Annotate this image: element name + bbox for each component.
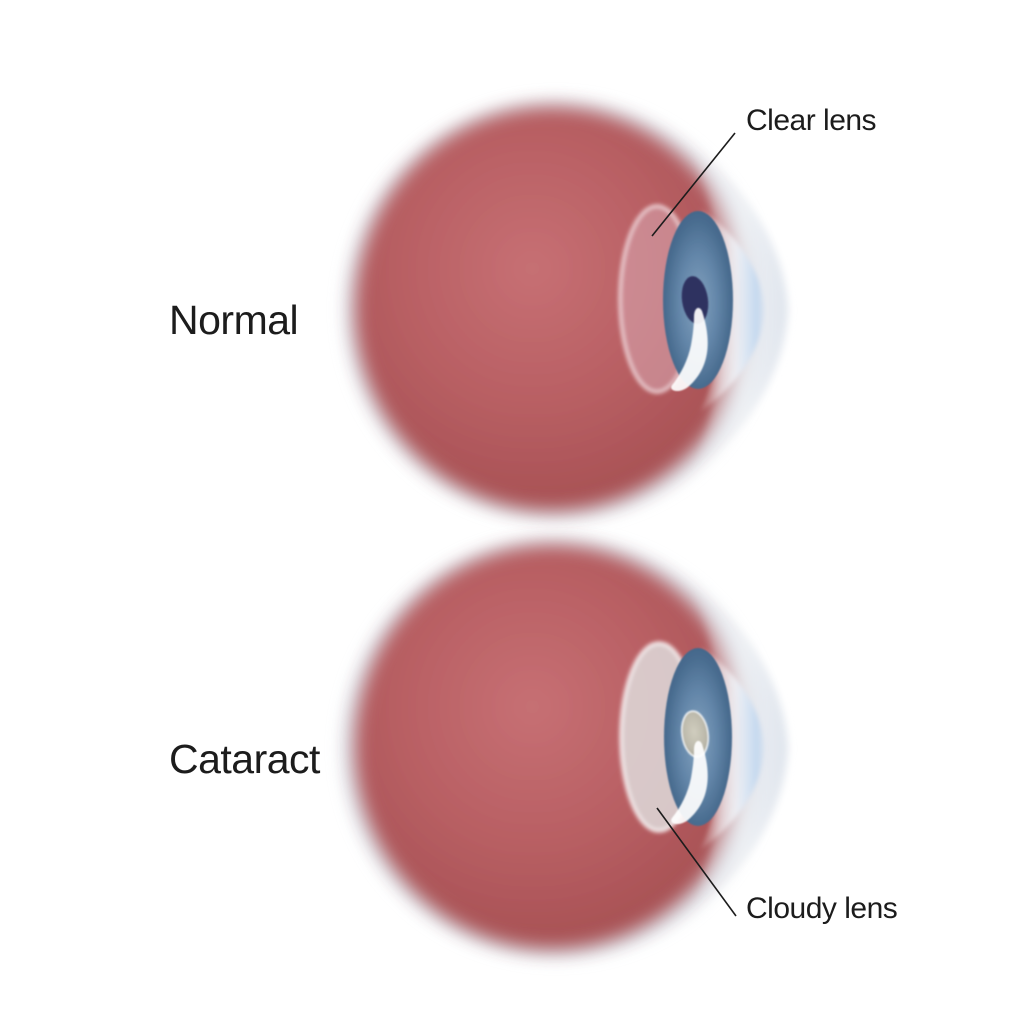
clear-lens-leader-line <box>651 132 736 237</box>
clear-lens-label: Clear lens <box>746 104 877 137</box>
normal-lens-highlight <box>671 307 708 392</box>
normal-eye <box>344 100 788 520</box>
cloudy-lens-leader-line <box>656 807 737 917</box>
cataract-label: Cataract <box>169 736 320 782</box>
cataract-lens-highlight <box>671 740 708 825</box>
cataract-eye <box>342 538 788 958</box>
normal-label: Normal <box>169 297 299 343</box>
cataract-cornea-inner-layer <box>700 646 764 850</box>
cloudy-lens-label: Cloudy lens <box>746 892 898 925</box>
